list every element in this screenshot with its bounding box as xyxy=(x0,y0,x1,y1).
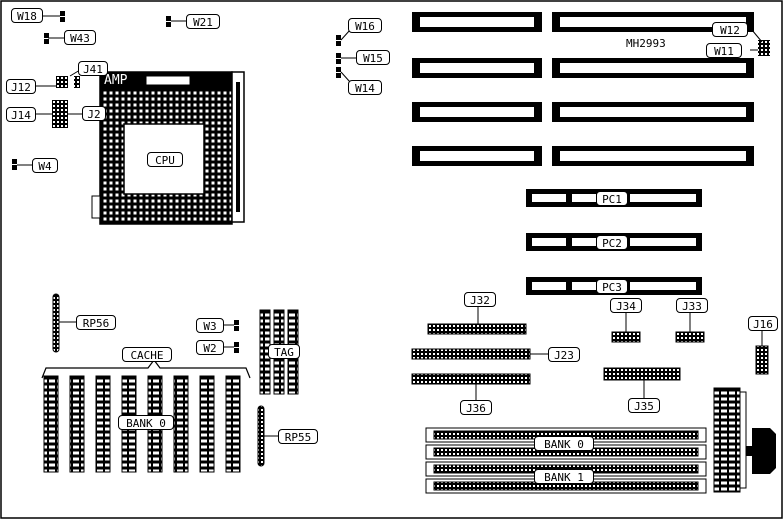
socket-brand: AMP xyxy=(104,73,128,88)
label-j23: J23 xyxy=(548,347,580,362)
label-j36: J36 xyxy=(460,400,492,415)
label-w4: W4 xyxy=(32,158,58,173)
label-w3: W3 xyxy=(196,318,224,333)
label-w2: W2 xyxy=(196,340,224,355)
label-pc1: PC1 xyxy=(596,191,628,206)
label-pc3: PC3 xyxy=(596,279,628,294)
rp55-pack xyxy=(257,405,265,467)
cpu-socket xyxy=(91,71,245,225)
rp56-pack xyxy=(52,293,60,353)
power-connector xyxy=(713,387,747,493)
label-j32: J32 xyxy=(464,292,496,307)
label-w43: W43 xyxy=(64,30,96,45)
cache-chips xyxy=(43,375,241,473)
keyboard-connector xyxy=(746,428,776,474)
leader-lines xyxy=(17,15,763,437)
label-j35: J35 xyxy=(628,398,660,413)
label-j33: J33 xyxy=(676,298,708,313)
label-w12: W12 xyxy=(712,22,748,37)
label-cache: CACHE xyxy=(122,347,172,362)
label-j14: J14 xyxy=(6,107,36,122)
label-simm-bank-1: BANK 1 xyxy=(534,469,594,484)
label-w14: W14 xyxy=(348,80,382,95)
label-w15: W15 xyxy=(356,50,390,65)
label-w16: W16 xyxy=(348,18,382,33)
label-rp56: RP56 xyxy=(76,315,116,330)
headers-right xyxy=(411,323,769,385)
label-tag: TAG xyxy=(268,344,300,359)
label-j2: J2 xyxy=(82,106,106,121)
label-j16: J16 xyxy=(748,316,778,331)
simm-sockets xyxy=(425,427,707,494)
jumpers-left xyxy=(12,11,770,353)
isa-slots xyxy=(412,12,754,166)
label-cpu: CPU xyxy=(147,152,183,167)
label-pc2: PC2 xyxy=(596,235,628,250)
label-w11: W11 xyxy=(706,43,742,58)
label-simm-bank-0: BANK 0 xyxy=(534,436,594,451)
label-j12: J12 xyxy=(6,79,36,94)
label-rp55: RP55 xyxy=(278,429,318,444)
label-w21: W21 xyxy=(186,14,220,29)
label-j41: J41 xyxy=(78,61,108,76)
label-w18: W18 xyxy=(11,8,43,23)
label-j34: J34 xyxy=(610,298,642,313)
model-code: MH2993 xyxy=(626,37,666,50)
label-cache-bank-0: BANK 0 xyxy=(118,415,174,430)
